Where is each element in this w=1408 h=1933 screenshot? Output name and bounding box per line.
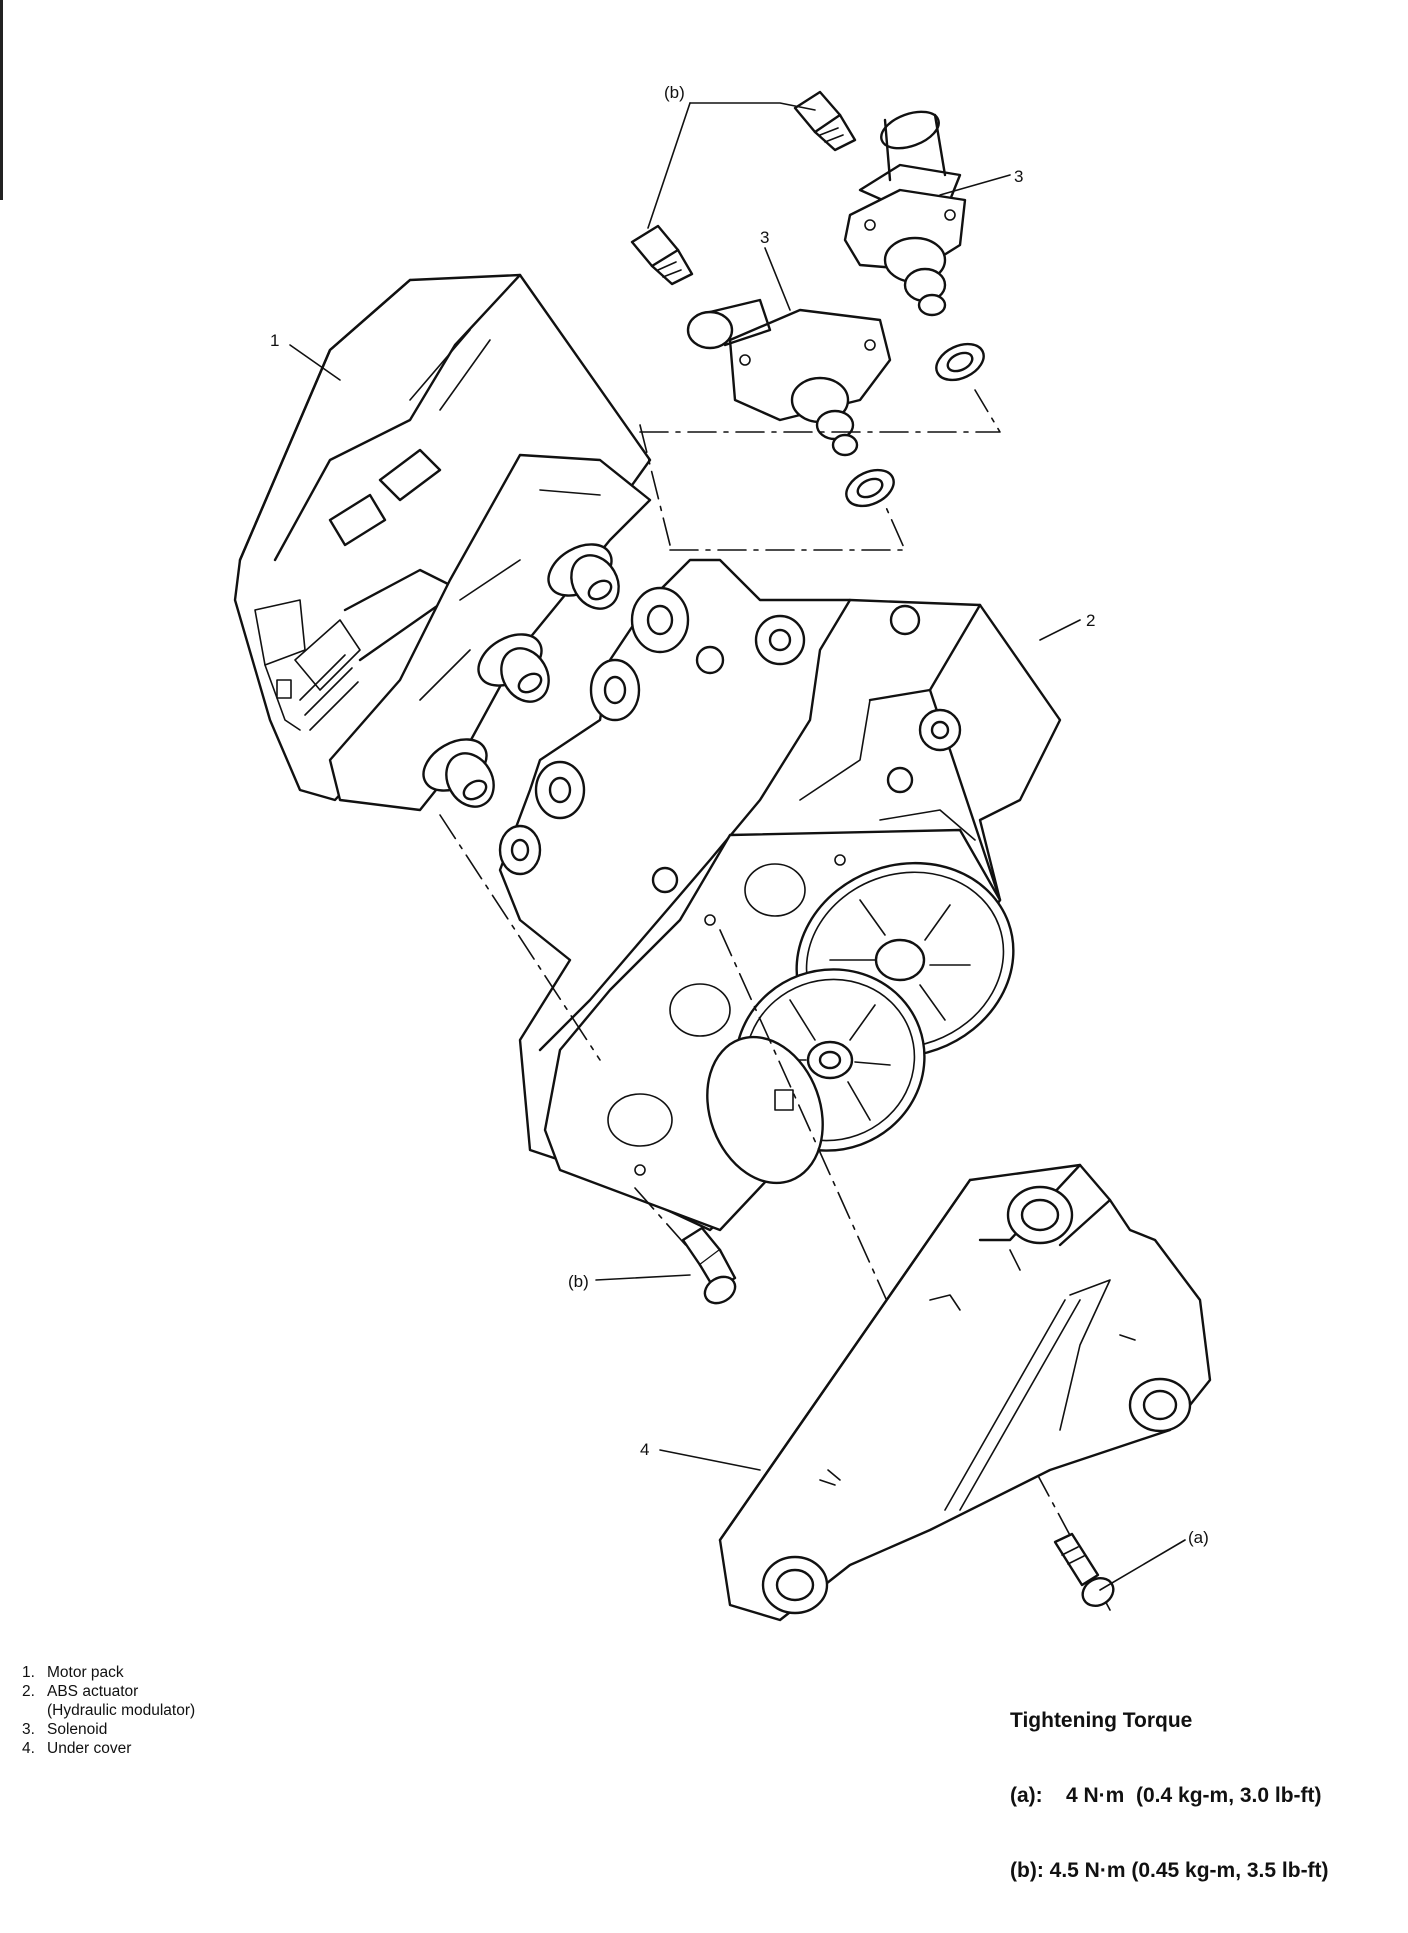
- callout-motor-pack: 1: [270, 331, 279, 350]
- legend-item: 2. ABS actuator: [22, 1682, 195, 1701]
- motor-pack-gear-1: [547, 543, 620, 610]
- torque-spec-a: (a): 4 N·m (0.4 kg-m, 3.0 lb-ft): [1010, 1784, 1322, 1807]
- motor-pack: [233, 273, 652, 802]
- bolt-b-bottom: [681, 1226, 737, 1305]
- legend-item: 4. Under cover: [22, 1739, 195, 1758]
- bolt-a: [1053, 1532, 1115, 1608]
- legend-item-number: 4.: [22, 1740, 35, 1757]
- abs-actuator-gear-small: [706, 968, 926, 1185]
- callout-under-cover: 4: [640, 1440, 649, 1459]
- motor-pack-gear-2: [477, 633, 550, 703]
- solenoid-right: [843, 110, 967, 317]
- abs-actuator-ports: [498, 586, 962, 894]
- legend-item-label: Solenoid: [47, 1721, 108, 1738]
- callout-bolt-b-bottom: (b): [568, 1272, 589, 1291]
- motor-pack-gear-3: [422, 738, 495, 808]
- legend-item-label: Motor pack: [47, 1664, 124, 1681]
- legend-item-label: ABS actuator: [47, 1683, 139, 1700]
- callout-abs-actuator: 2: [1086, 611, 1095, 630]
- callout-solenoid-right: 3: [1014, 167, 1023, 186]
- parts-legend: 1. Motor pack 2. ABS actuator (Hydraulic…: [22, 1663, 195, 1758]
- legend-item-sublabel: (Hydraulic modulator): [47, 1702, 196, 1719]
- tightening-torque-box: Tightening Torque (a): 4 N·m (0.4 kg-m, …: [1010, 1658, 1329, 1933]
- exploded-view-illustration: (b) 3 3 1 2 (b) (a) 4: [233, 83, 1212, 1622]
- bolt-b-top-2: [630, 224, 694, 286]
- legend-item: 3. Solenoid: [22, 1720, 195, 1739]
- torque-title: Tightening Torque: [1010, 1709, 1193, 1732]
- callout-bolt-a: (a): [1188, 1528, 1209, 1547]
- callout-solenoid-left: 3: [760, 228, 769, 247]
- o-ring-right: [935, 342, 985, 382]
- torque-spec-b: (b): 4.5 N·m (0.45 kg-m, 3.5 lb-ft): [1010, 1859, 1329, 1882]
- solenoid-left: [686, 298, 892, 457]
- under-cover: [718, 1163, 1212, 1622]
- legend-item-label: Under cover: [47, 1740, 132, 1757]
- legend-item-number: 2.: [22, 1683, 35, 1700]
- callout-bolt-b-top: (b): [664, 83, 685, 102]
- bolt-b-top-1: [793, 90, 857, 152]
- legend-item-number: 3.: [22, 1721, 35, 1738]
- legend-item: 1. Motor pack: [22, 1663, 195, 1682]
- legend-item-number: 1.: [22, 1664, 35, 1681]
- page-edge-mark: [0, 0, 3, 200]
- leader-lines: [289, 102, 1186, 1591]
- o-ring-left: [845, 468, 895, 508]
- diagram-page: (b) 3 3 1 2 (b) (a) 4 1. Motor pack 2. A…: [0, 0, 1329, 1882]
